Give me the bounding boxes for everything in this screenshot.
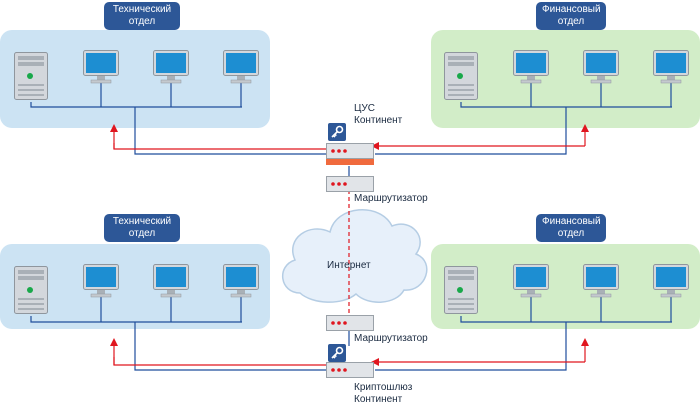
server-icon bbox=[14, 52, 48, 100]
monitor-icon bbox=[513, 264, 549, 298]
top-right-red-links bbox=[371, 124, 589, 150]
router-icon bbox=[326, 143, 374, 165]
monitor-icon bbox=[583, 264, 619, 298]
top-right-network-links bbox=[375, 78, 672, 155]
router-icon bbox=[326, 362, 374, 378]
label-internet: Интернет bbox=[327, 260, 371, 271]
label-router-bottom: Маршрутизатор bbox=[354, 333, 428, 344]
monitor-icon bbox=[153, 50, 189, 84]
label-cus-kontinent: ЦУС Континент bbox=[354, 103, 403, 126]
router-icon bbox=[326, 315, 374, 331]
bottom-right-network-links bbox=[375, 292, 672, 371]
server-icon bbox=[444, 52, 478, 100]
label-crypto-gateway: Криптошлюз Континент bbox=[354, 382, 413, 405]
router-icon bbox=[326, 176, 374, 192]
bottom-left-red-links bbox=[110, 338, 339, 369]
cloud-icon bbox=[281, 209, 428, 303]
bottom-left-network-links bbox=[30, 292, 335, 371]
monitor-icon bbox=[583, 50, 619, 84]
top-left-red-links bbox=[110, 124, 339, 153]
badge-bottom-tech-department: Технический отдел bbox=[104, 214, 180, 242]
key-lock-icon bbox=[328, 344, 346, 362]
label-router-top: Маршрутизатор bbox=[354, 193, 428, 204]
server-icon bbox=[444, 266, 478, 314]
monitor-icon bbox=[223, 50, 259, 84]
top-left-network-links bbox=[30, 78, 335, 155]
key-lock-icon bbox=[328, 123, 346, 141]
bottom-right-red-links bbox=[371, 338, 589, 366]
monitor-icon bbox=[153, 264, 189, 298]
monitor-icon bbox=[513, 50, 549, 84]
server-icon bbox=[14, 266, 48, 314]
monitor-icon bbox=[653, 50, 689, 84]
monitor-icon bbox=[83, 50, 119, 84]
badge-bottom-finance-department: Финансовый отдел bbox=[536, 214, 606, 242]
monitor-icon bbox=[83, 264, 119, 298]
badge-top-finance-department: Финансовый отдел bbox=[536, 2, 606, 30]
monitor-icon bbox=[223, 264, 259, 298]
badge-top-tech-department: Технический отдел bbox=[104, 2, 180, 30]
monitor-icon bbox=[653, 264, 689, 298]
